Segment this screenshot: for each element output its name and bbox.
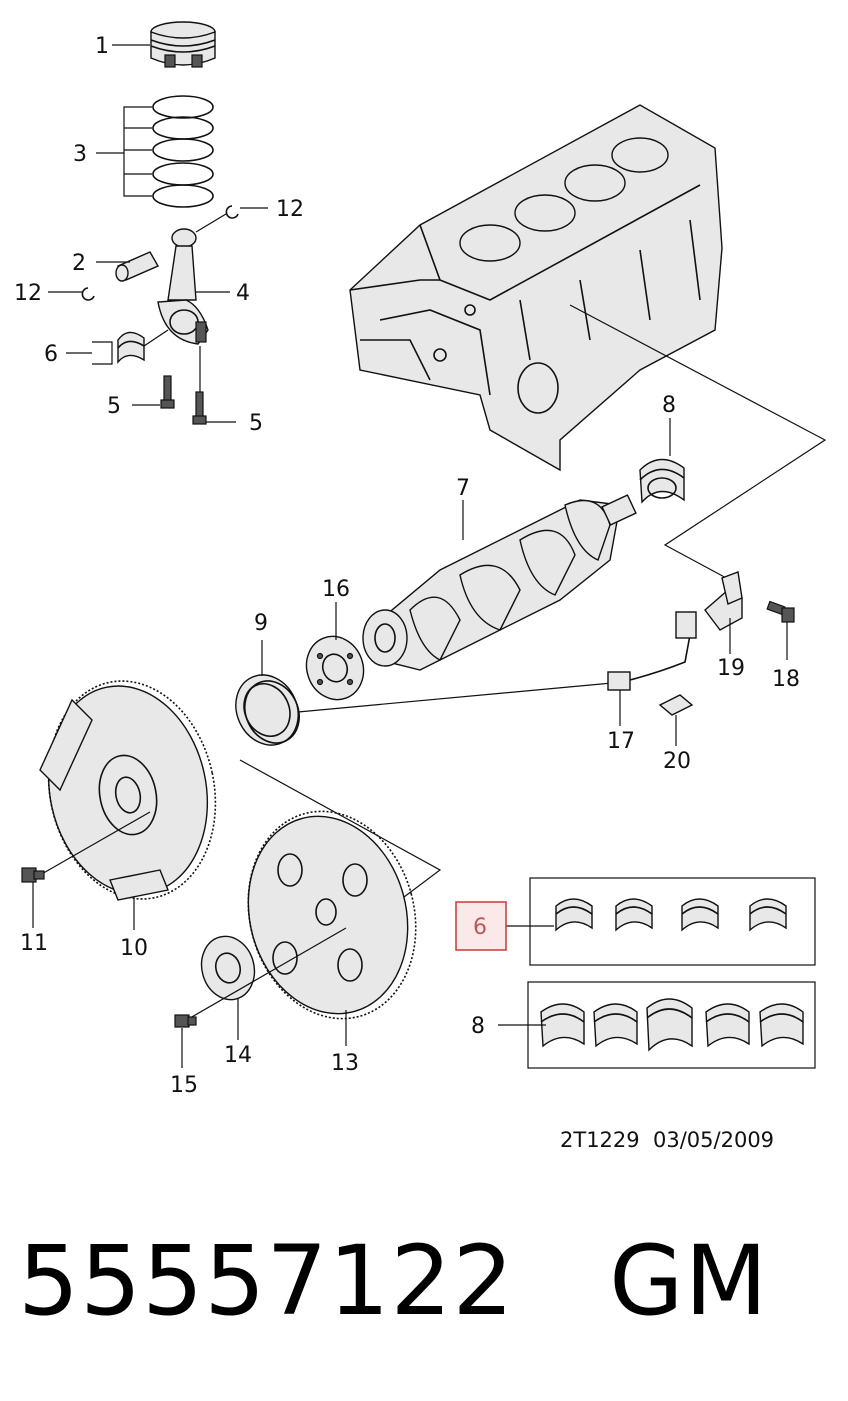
callout-3: 3 [73,142,87,167]
flexplate [247,810,417,1020]
callout-17: 17 [607,729,635,754]
thrust-bearing-shell [646,998,693,1052]
crank-sprocket [305,635,365,701]
callout-8: 8 [662,393,676,418]
conrod-bearing-shell [681,898,719,932]
flexplate-bolt [174,1014,197,1028]
rear-main-oil-seal [235,674,300,746]
drawing-code: 2T1229 [560,1128,640,1152]
callout-7: 7 [456,476,470,501]
conrod-bearing-shell [555,898,593,932]
sensor-bracket [704,571,743,631]
callout-5: 5 [249,411,263,436]
callout-5: 5 [107,394,121,419]
conrod-bearing-shell [749,898,787,932]
snap-ring-clip [81,205,239,301]
callout-16: 16 [322,577,350,602]
conrod-bearing-shell [615,898,653,932]
main-bearing-shell [639,458,685,504]
callout-12: 12 [14,281,42,306]
main-bearing-set-box [527,981,816,1069]
callout-11: 11 [20,931,48,956]
callout-1: 1 [95,34,109,59]
connecting-rod [157,228,209,345]
bracket-bolt [766,600,795,623]
main-bearing-shell [759,1003,804,1048]
callout-12: 12 [276,197,304,222]
callout-6-highlighted[interactable]: 6 [473,915,487,940]
conrod-bolt [160,375,207,425]
main-bearing-shell [705,1003,750,1048]
conrod-bearing-shell [117,331,145,364]
part-number: 55557122 [18,1225,515,1337]
flexplate-reinforcement-plate [200,935,256,1001]
sensor-cover-pad [658,694,694,716]
piston-rings [152,95,214,208]
part-number-caption: 55557122 GM [18,1225,768,1337]
crankshaft [362,494,637,671]
callout-10: 10 [120,936,148,961]
flywheel-bolt [21,867,45,883]
callout-9: 9 [254,611,268,636]
callout-6: 6 [44,342,58,367]
callout-15: 15 [170,1073,198,1098]
flywheel [39,680,217,901]
drawing-date: 03/05/2009 [653,1128,775,1152]
callout-8: 8 [471,1014,485,1039]
piston-pin [115,251,159,282]
main-bearing-shell [593,1003,638,1048]
crankshaft-position-sensor [607,611,697,691]
callout-13: 13 [331,1051,359,1076]
conrod-bearing-set-box [529,877,816,966]
callout-19: 19 [717,656,745,681]
piston [150,21,216,68]
callout-18: 18 [772,667,800,692]
callout-4: 4 [236,281,250,306]
callout-2: 2 [72,251,86,276]
highlighted-callout-box[interactable] [455,901,507,951]
drawing-reference: 2T1229 03/05/2009 [560,1128,774,1152]
main-bearing-shell [540,1003,585,1048]
callout-14: 14 [224,1043,252,1068]
engine-block [349,104,723,472]
brand: GM [609,1225,769,1337]
callout-20: 20 [663,749,691,774]
